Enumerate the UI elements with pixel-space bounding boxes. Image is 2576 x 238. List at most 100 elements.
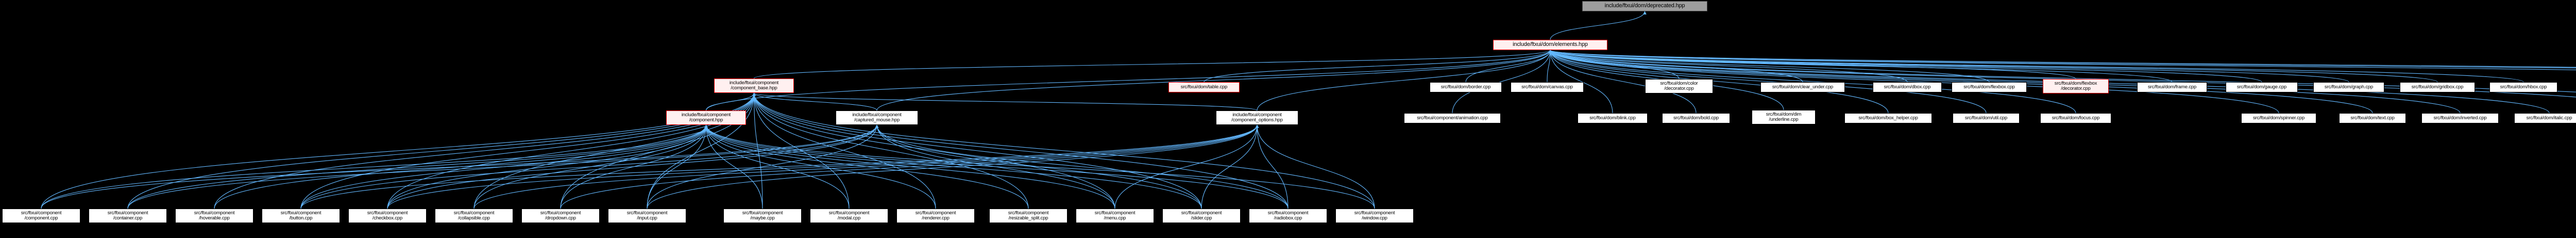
- graph-node[interactable]: src/ftxui/dom/focus.cpp: [2040, 113, 2111, 123]
- graph-edge: [704, 124, 1029, 209]
- graph-node[interactable]: include/ftxui/component /captured_mouse.…: [836, 110, 918, 125]
- graph-node[interactable]: src/ftxui/component /modal.cpp: [810, 209, 888, 223]
- graph-node[interactable]: src/ftxui/component /component.cpp: [2, 209, 80, 223]
- graph-node[interactable]: src/ftxui/component /container.cpp: [89, 209, 167, 223]
- graph-node[interactable]: src/ftxui/component /renderer.cpp: [896, 209, 975, 223]
- graph-node[interactable]: src/ftxui/dom/box_helper.cpp: [1844, 113, 1932, 123]
- graph-edge: [1548, 50, 1889, 114]
- graph-edge: [1549, 50, 2576, 68]
- graph-node[interactable]: include/ftxui/component /component.hpp: [666, 110, 746, 125]
- graph-node[interactable]: src/ftxui/dom/italic.cpp: [2514, 113, 2576, 123]
- graph-edge: [1204, 50, 1552, 83]
- graph-edge: [1547, 50, 1552, 83]
- graph-edge: [752, 92, 1202, 209]
- graph-edge: [705, 50, 1552, 111]
- graph-node[interactable]: src/ftxui/component /dropdown.cpp: [521, 209, 600, 223]
- graph-node[interactable]: src/ftxui/dom/text.cpp: [2339, 113, 2406, 123]
- graph-edge: [473, 124, 708, 209]
- graph-edge: [1548, 50, 2076, 80]
- graph-node[interactable]: src/ftxui/dom/color /decorator.cpp: [1645, 79, 1713, 93]
- graph-node[interactable]: include/ftxui/dom/elements.hpp: [1493, 40, 1607, 50]
- graph-node[interactable]: src/ftxui/dom/gauge.cpp: [2226, 82, 2298, 92]
- graph-edge: [1548, 50, 1908, 83]
- graph-edge: [704, 124, 1375, 209]
- graph-edge: [1548, 50, 1990, 83]
- graph-edge: [876, 50, 1552, 111]
- graph-edge: [560, 124, 708, 209]
- graph-node[interactable]: src/ftxui/component /resizable_split.cpp: [989, 209, 1067, 223]
- graph-node[interactable]: src/ftxui/dom/util.cpp: [1953, 113, 2020, 123]
- graph-edge: [704, 124, 936, 209]
- graph-edge: [1114, 124, 1259, 209]
- graph-edge: [752, 92, 1115, 209]
- graph-node[interactable]: src/ftxui/dom/table.cpp: [1168, 82, 1240, 92]
- graph-node[interactable]: src/ftxui/dom/flexbox.cpp: [1952, 82, 2027, 92]
- graph-node[interactable]: include/ftxui/component /component_optio…: [1216, 110, 1298, 125]
- graph-edge: [704, 124, 1289, 209]
- graph-node[interactable]: src/ftxui/dom/spinner.cpp: [2241, 113, 2316, 123]
- graph-edge: [214, 124, 708, 209]
- graph-node[interactable]: src/ftxui/component /menu.cpp: [1076, 209, 1154, 223]
- graph-node[interactable]: src/ftxui/dom/canvas.cpp: [1511, 82, 1584, 92]
- graph-edge: [41, 92, 756, 209]
- graph-node[interactable]: include/ftxui/component /component_base.…: [714, 78, 794, 93]
- graph-edge: [127, 124, 708, 209]
- graph-node[interactable]: src/ftxui/dom/clear_under.cpp: [1760, 82, 1845, 92]
- graph-edge: [1548, 50, 1987, 114]
- graph-edge: [752, 92, 763, 209]
- graph-edge: [387, 124, 708, 209]
- graph-edge: [647, 124, 879, 209]
- graph-node[interactable]: src/ftxui/dom/blink.cpp: [1578, 113, 1648, 123]
- graph-node[interactable]: src/ftxui/dom/graph.cpp: [2313, 82, 2384, 92]
- graph-node[interactable]: src/ftxui/component /input.cpp: [608, 209, 686, 223]
- graph-edge: [1548, 50, 2076, 114]
- graph-edge: [1548, 50, 2349, 83]
- graph-edge: [1548, 50, 2262, 83]
- graph-edge: [1549, 50, 2576, 70]
- graph-edge: [705, 92, 756, 111]
- graph-edge: [473, 124, 1259, 209]
- graph-node[interactable]: src/ftxui/component /window.cpp: [1335, 209, 1414, 223]
- graph-node[interactable]: src/ftxui/component /checkbox.cpp: [348, 209, 427, 223]
- graph-edge: [704, 124, 850, 209]
- graph-node[interactable]: src/ftxui/component /collapsible.cpp: [435, 209, 513, 223]
- graph-node[interactable]: src/ftxui/dom/bold.cpp: [1662, 113, 1730, 123]
- graph-edge: [1549, 50, 2438, 83]
- graph-edge: [300, 124, 879, 209]
- graph-edge: [1201, 124, 1259, 209]
- graph-edge: [560, 124, 1259, 209]
- graph-node[interactable]: src/ftxui/component/animation.cpp: [1404, 113, 1501, 123]
- graph-edge: [387, 124, 1259, 209]
- graph-node[interactable]: src/ftxui/dom/inverted.cpp: [2421, 113, 2499, 123]
- graph-node[interactable]: src/ftxui/component /maybe.cpp: [723, 209, 802, 223]
- graph-node[interactable]: src/ftxui/dom/dim /underline.cpp: [1752, 110, 1816, 124]
- graph-node[interactable]: src/ftxui/dom/dbox.cpp: [1873, 82, 1942, 92]
- graph-edge: [1452, 50, 1552, 114]
- graph-edge: [300, 124, 1259, 209]
- graph-node[interactable]: src/ftxui/dom/frame.cpp: [2137, 82, 2207, 92]
- graph-edge: [1549, 50, 2576, 69]
- graph-edge: [753, 50, 1552, 79]
- graph-node[interactable]: src/ftxui/component /slider.cpp: [1162, 209, 1241, 223]
- graph-edge: [752, 92, 877, 111]
- graph-edge: [752, 92, 850, 209]
- graph-node[interactable]: src/ftxui/dom/hbox.cpp: [2489, 82, 2557, 92]
- graph-edge: [1255, 124, 1375, 209]
- graph-node[interactable]: src/ftxui/dom/flexbox /decorator.cpp: [2043, 79, 2109, 93]
- graph-node[interactable]: src/ftxui/component /button.cpp: [262, 209, 340, 223]
- graph-edge: [647, 124, 1259, 209]
- graph-edge: [647, 124, 708, 209]
- graph-node[interactable]: src/ftxui/dom/gridbox.cpp: [2400, 82, 2475, 92]
- graph-node[interactable]: src/ftxui/component /radiobox.cpp: [1249, 209, 1327, 223]
- graph-node[interactable]: src/ftxui/dom/border.cpp: [1430, 82, 1502, 92]
- graph-node[interactable]: include/ftxui/dom/deprecated.hpp: [1582, 1, 1707, 11]
- graph-edge: [1257, 50, 1552, 111]
- graph-node[interactable]: src/ftxui/component /hoverable.cpp: [175, 209, 253, 223]
- graph-edge: [1548, 50, 1803, 83]
- graph-edge: [300, 124, 708, 209]
- graph-edge: [1548, 50, 2173, 83]
- graph-edge: [875, 124, 1202, 209]
- graph-edge: [704, 124, 1115, 209]
- graph-edge: [1550, 11, 1647, 40]
